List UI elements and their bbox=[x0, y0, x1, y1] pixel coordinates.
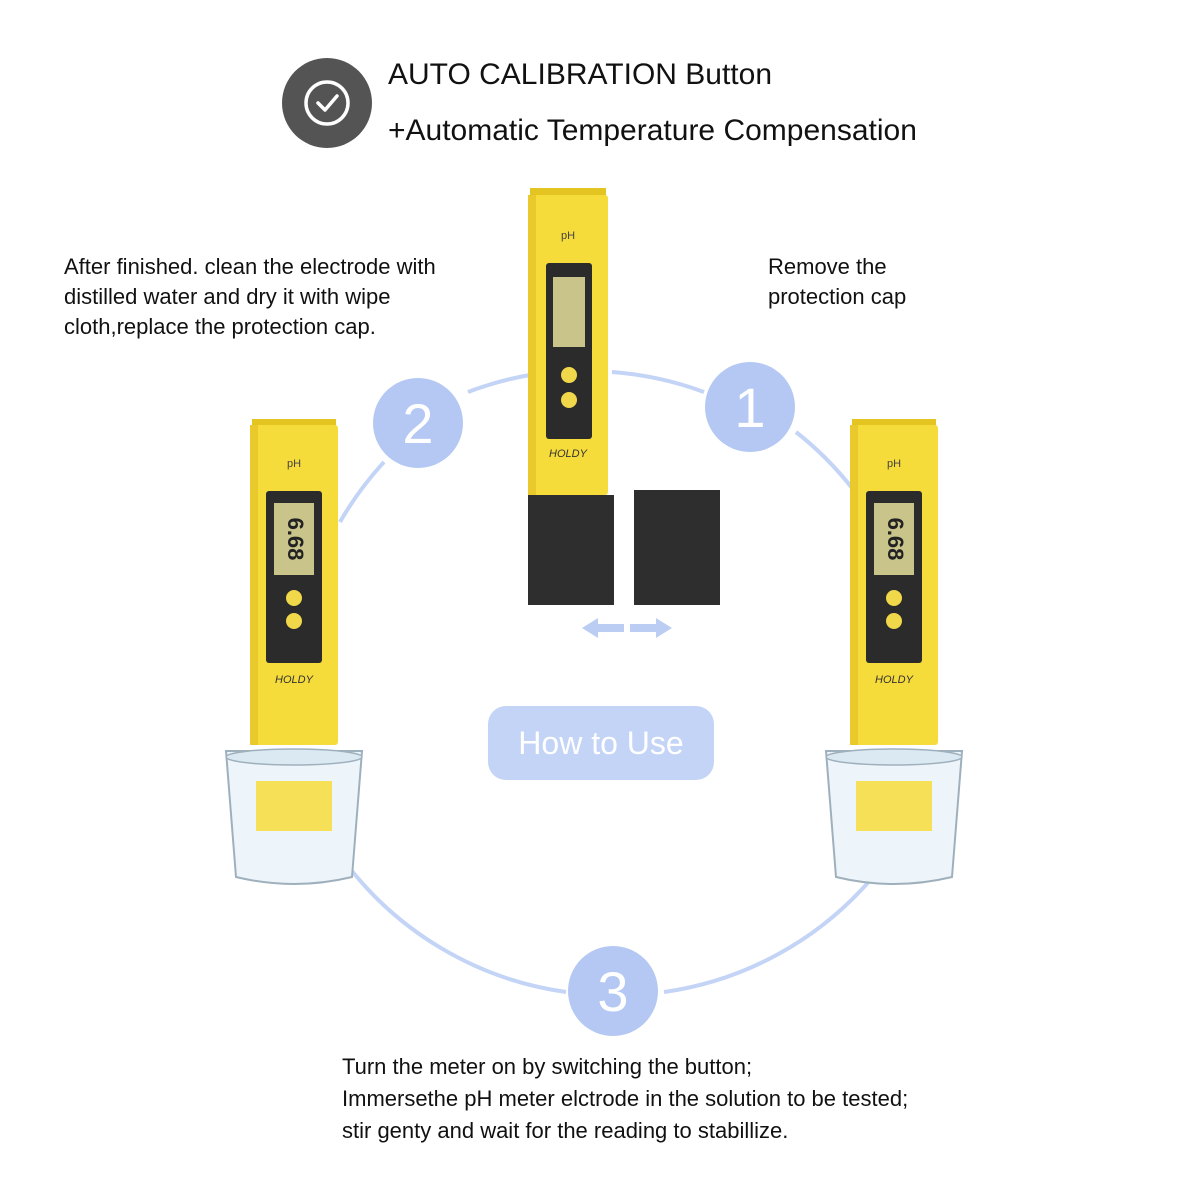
step-three-line-1: Turn the meter on by switching the butto… bbox=[342, 1054, 753, 1079]
meter-label: pH bbox=[287, 458, 301, 470]
meter-reading: 6.68 bbox=[883, 518, 908, 561]
step-badge-2: 2 bbox=[373, 378, 463, 468]
step-one-instructions: Remove the protection cap bbox=[768, 254, 907, 309]
step-three-line-2: Immersethe pH meter elctrode in the solu… bbox=[342, 1086, 909, 1111]
meter-reading: 6.68 bbox=[283, 518, 308, 561]
svg-text:HOLDY: HOLDY bbox=[549, 448, 588, 460]
step-badge-3: 3 bbox=[568, 946, 658, 1036]
header-subtitle: +Automatic Temperature Compensation bbox=[388, 114, 917, 147]
how-to-use-label: How to Use bbox=[488, 706, 714, 780]
ph-meter-left: pH 6.68 HOLDY bbox=[224, 419, 364, 885]
step-three-line-3: stir genty and wait for the reading to s… bbox=[342, 1118, 789, 1143]
header-title: AUTO CALIBRATION Button bbox=[388, 58, 773, 91]
meter-label: pH bbox=[887, 458, 901, 470]
ph-meter-center: pH HOLDY bbox=[528, 188, 720, 605]
check-circle-icon bbox=[280, 56, 374, 150]
meter-label: pH bbox=[561, 230, 575, 242]
svg-text:HOLDY: HOLDY bbox=[875, 674, 914, 686]
step-two-instructions: After finished. clean the electrode with… bbox=[64, 254, 436, 339]
step-badge-1: 1 bbox=[705, 362, 795, 452]
ph-meter-right: pH 6.68 HOLDY bbox=[824, 419, 964, 885]
svg-text:HOLDY: HOLDY bbox=[275, 674, 314, 686]
